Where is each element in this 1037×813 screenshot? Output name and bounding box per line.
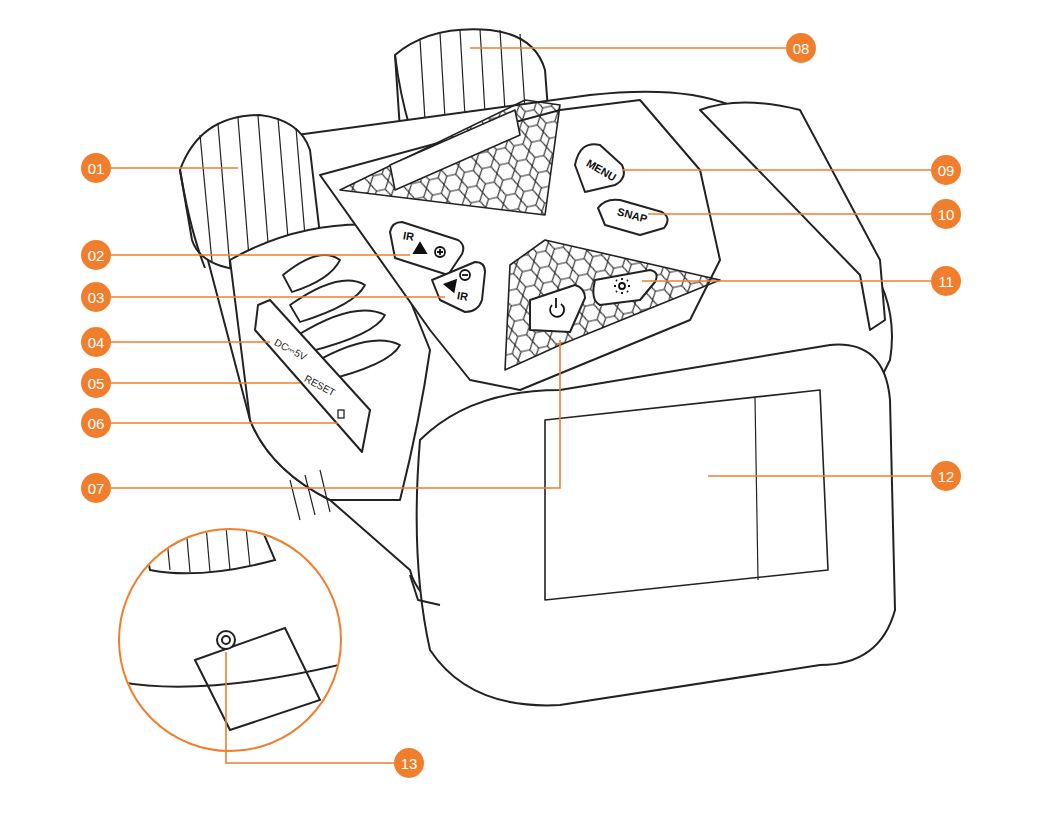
callout-number: 09 bbox=[938, 163, 955, 178]
callout-number: 06 bbox=[88, 416, 105, 431]
callout-number: 05 bbox=[88, 376, 105, 391]
button-label: IR bbox=[402, 230, 415, 243]
button-label: IR bbox=[456, 290, 469, 303]
callout-number: 01 bbox=[88, 161, 105, 176]
callout-number: 04 bbox=[88, 335, 105, 350]
callout-number: 03 bbox=[88, 290, 105, 305]
callout-number: 10 bbox=[938, 207, 955, 222]
callout-number: 12 bbox=[938, 469, 955, 484]
callout-number: 13 bbox=[401, 756, 418, 771]
callout-number: 11 bbox=[938, 274, 954, 289]
callout-number: 08 bbox=[793, 41, 810, 56]
callout-number: 07 bbox=[88, 481, 105, 496]
callout-number: 02 bbox=[88, 248, 105, 263]
